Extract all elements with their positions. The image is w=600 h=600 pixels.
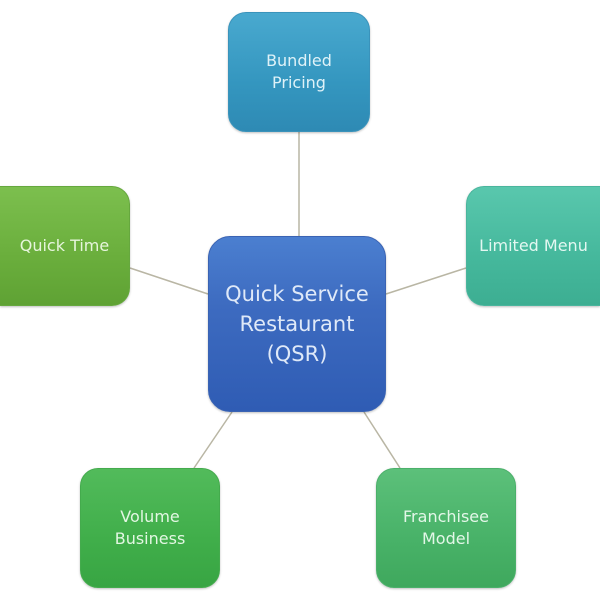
node-volume-business: Volume Business — [80, 468, 220, 588]
connector-bottom-right — [363, 411, 401, 469]
connector-left — [129, 267, 209, 295]
connector-right — [385, 267, 467, 295]
center-node-label: Quick Service Restaurant (QSR) — [225, 282, 369, 366]
connector-bottom-left — [193, 411, 233, 469]
node-limited-menu: Limited Menu — [466, 186, 600, 306]
node-label: Limited Menu — [479, 236, 588, 255]
node-label: Volume Business — [114, 507, 186, 548]
node-bundled-pricing: Bundled Pricing — [228, 12, 370, 132]
node-label: Quick Time — [19, 236, 110, 255]
node-label: Franchisee Model — [403, 507, 489, 548]
node-quick-time: Quick Time — [0, 186, 130, 306]
node-franchisee-model: Franchisee Model — [376, 468, 516, 588]
center-node-qsr: Quick Service Restaurant (QSR) — [208, 236, 386, 412]
node-label: Bundled Pricing — [266, 51, 332, 92]
